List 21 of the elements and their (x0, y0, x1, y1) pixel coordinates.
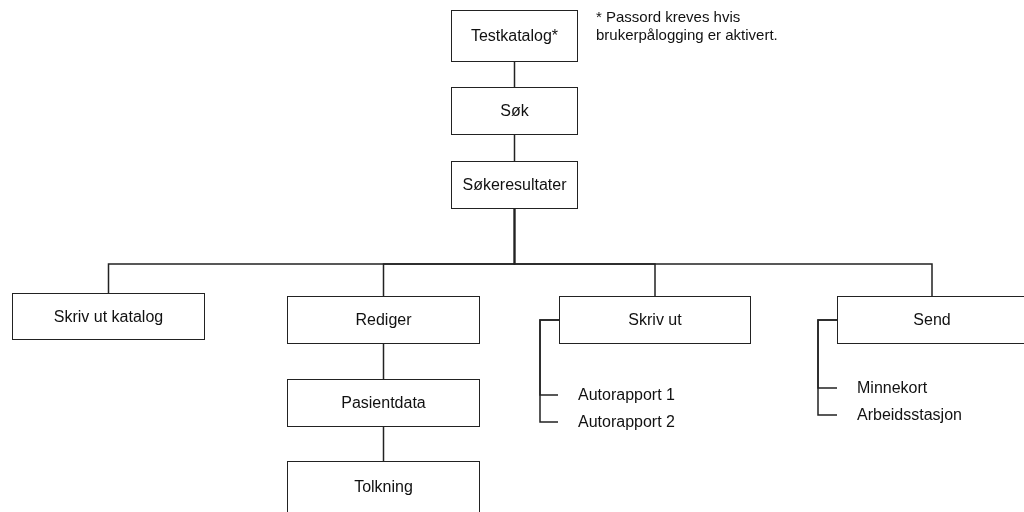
menu-item-text: Autorapport 1 (578, 386, 675, 404)
menu-box: Pasientdata (287, 379, 480, 427)
connector-line (382, 426, 385, 462)
connector-line (539, 319, 560, 423)
menu-box: Søk (451, 87, 578, 135)
menu-box: Testkatalog* (451, 10, 578, 62)
menu-item-text: Autorapport 2 (578, 413, 675, 431)
connector-line (382, 343, 385, 380)
menu-box: Søkeresultater (451, 161, 578, 209)
menu-box: Skriv ut katalog (12, 293, 205, 340)
menu-box: Send (837, 296, 1024, 344)
connector-line (817, 319, 838, 416)
connector-line (513, 61, 516, 88)
connector-line (513, 134, 516, 162)
menu-item-text: Minnekort (857, 379, 928, 397)
footnote: * Passord kreves hvis brukerpålogging er aktivert. (596, 8, 779, 44)
menu-box: Skriv ut (559, 296, 751, 344)
menu-box: Tolkning (287, 461, 480, 512)
menu-item-text: Arbeidsstasjon (857, 406, 962, 424)
connector-line (513, 208, 933, 297)
menu-box: Rediger (287, 296, 480, 344)
